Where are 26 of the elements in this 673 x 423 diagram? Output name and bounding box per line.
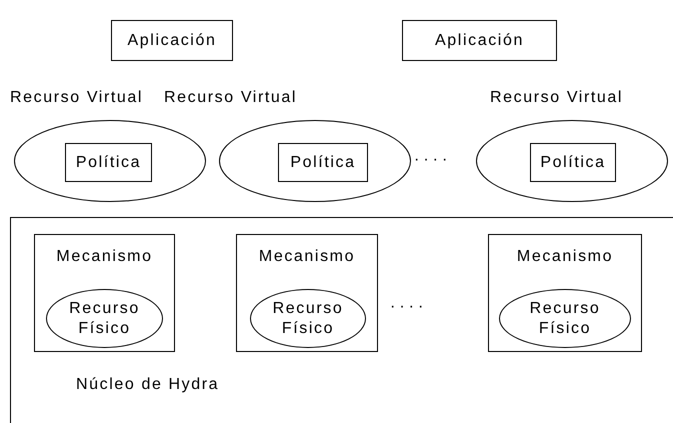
mechanism-box bbox=[236, 234, 378, 352]
mechanism-box bbox=[488, 234, 642, 352]
ellipsis-dots: ···· bbox=[390, 297, 428, 316]
kernel-region bbox=[10, 217, 673, 423]
resource-label: Recurso Físico bbox=[272, 299, 344, 338]
box-label: Política bbox=[540, 152, 606, 172]
box-label: Mecanismo bbox=[56, 247, 153, 266]
resource-label: Recurso Virtual bbox=[164, 88, 298, 108]
process-box bbox=[278, 143, 368, 182]
process-box bbox=[530, 143, 616, 182]
process-box bbox=[65, 143, 152, 182]
box-label: Aplicación bbox=[435, 30, 524, 50]
resource-label: Recurso Virtual bbox=[490, 88, 624, 108]
resource-label: Recurso Virtual bbox=[10, 88, 144, 108]
box-label: Mecanismo bbox=[516, 247, 614, 266]
box-label: Política bbox=[290, 152, 356, 172]
resource-label: Recurso Físico bbox=[528, 299, 602, 338]
box-label: Aplicación bbox=[128, 30, 216, 50]
ellipsis-dots: ···· bbox=[414, 150, 452, 170]
mechanism-box bbox=[34, 234, 175, 352]
box-label: Mecanismo bbox=[258, 247, 356, 266]
resource-label: Recurso Físico bbox=[68, 299, 141, 338]
box-label: Política bbox=[76, 152, 142, 172]
process-box bbox=[111, 20, 233, 61]
kernel-label: Núcleo de Hydra bbox=[76, 375, 220, 394]
process-box bbox=[402, 20, 557, 61]
